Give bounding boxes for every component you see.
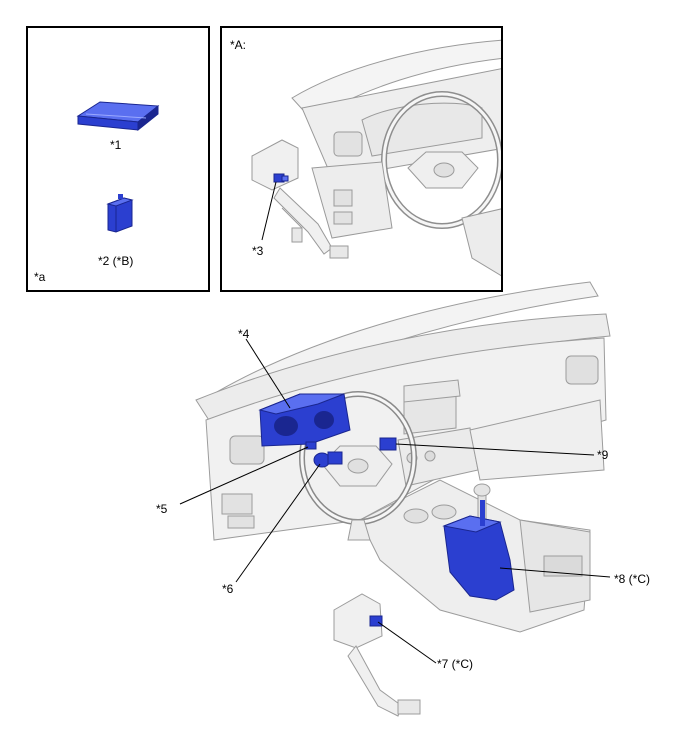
part-8-shift-lever-assembly <box>442 500 515 601</box>
part-4-combination-meter <box>258 393 351 447</box>
part-3-stop-light-switch <box>273 173 289 183</box>
part-1-module <box>76 101 160 132</box>
part-9-switch <box>379 437 397 451</box>
part-4-label: *4 <box>238 327 250 341</box>
part-7-stop-light-switch <box>369 615 383 627</box>
ecu-parts-illustration <box>76 101 160 233</box>
leader-lines <box>179 338 611 664</box>
part-5-switch <box>305 441 317 450</box>
part-3-leader <box>261 181 277 241</box>
detail-view-a-panel: *A: *3 <box>220 26 503 292</box>
panel-corner-label: *a <box>34 270 46 284</box>
steering-area-illustration <box>251 39 501 277</box>
part-9-label: *9 <box>597 448 609 462</box>
part-5-label: *5 <box>156 502 168 516</box>
part-6-label: *6 <box>222 582 234 596</box>
part-7-label: *7 (*C) <box>437 657 474 671</box>
part-1-label: *1 <box>110 138 122 152</box>
part-8-label: *8 (*C) <box>614 572 651 586</box>
part-6-steering-sensor <box>313 451 343 468</box>
part-2-label: *2 (*B) <box>98 254 134 268</box>
part-3-label: *3 <box>252 244 264 258</box>
part-2-ecu <box>106 194 134 233</box>
parts-inset-panel: *1 *2 (*B) *a <box>26 26 210 292</box>
view-a-title: *A: <box>230 38 247 52</box>
